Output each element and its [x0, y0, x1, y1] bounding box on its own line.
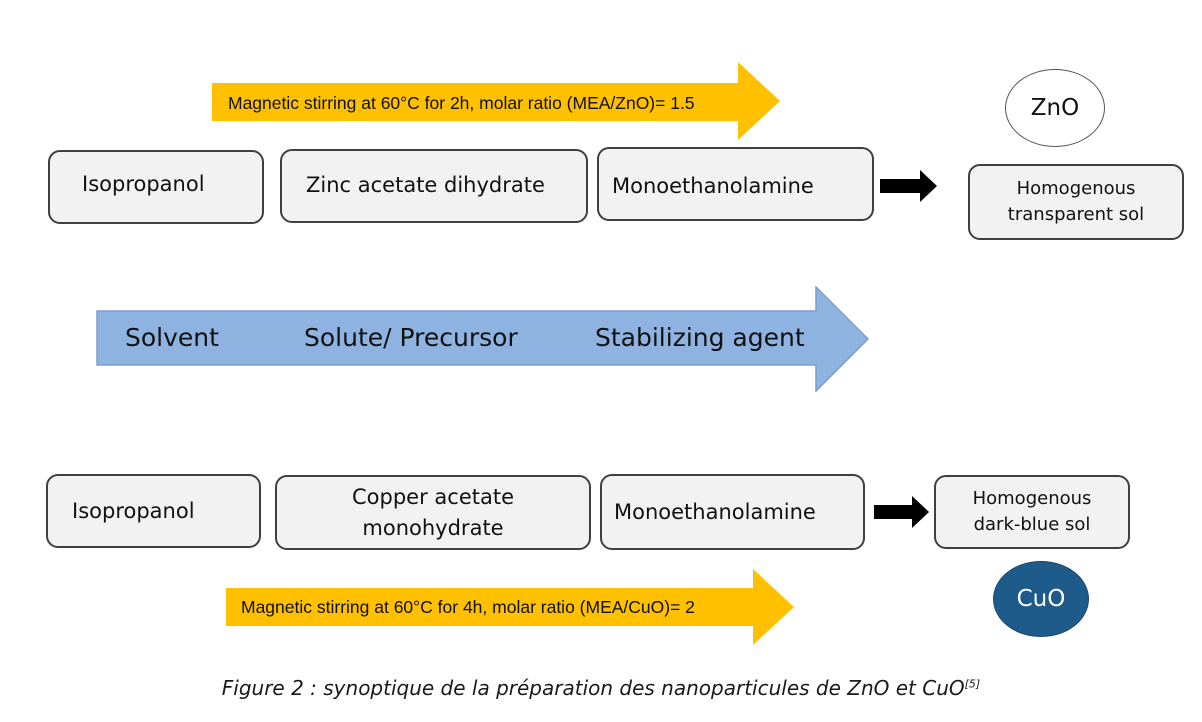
cuo-stirring-label: Magnetic stirring at 60°C for 4h, molar …: [241, 597, 695, 617]
cuo-stirring-arrow: [226, 569, 794, 645]
figure-caption-text: Figure 2 : synoptique de la préparation …: [221, 676, 965, 700]
cuo-result-box: Homogenous dark-blue sol: [934, 475, 1130, 549]
cuo-result-label: Homogenous dark-blue sol: [972, 487, 1092, 535]
zno-to-result-arrow: [880, 170, 937, 202]
stage-solvent-label: Solvent: [125, 323, 219, 352]
cuo-to-result-arrow: [874, 496, 929, 528]
figure-caption-ref: [5]: [964, 677, 981, 691]
cuo-solvent-label: Isopropanol: [72, 499, 195, 523]
zno-product-label: ZnO: [1030, 95, 1080, 121]
cuo-product-label: CuO: [1016, 586, 1066, 612]
zno-solute-box: Zinc acetate dihydrate: [280, 149, 588, 223]
cuo-solute-box: Copper acetate monohydrate: [275, 475, 591, 550]
zno-solvent-box: Isopropanol: [48, 150, 264, 224]
cuo-product-circle: CuO: [993, 561, 1089, 637]
cuo-solvent-box: Isopropanol: [46, 474, 261, 548]
zno-solute-label: Zinc acetate dihydrate: [306, 173, 545, 197]
figure-caption: Figure 2 : synoptique de la préparation …: [0, 676, 1202, 700]
zno-result-box: Homogenous transparent sol: [968, 164, 1184, 240]
zno-solvent-label: Isopropanol: [82, 172, 205, 196]
zno-stirring-label: Magnetic stirring at 60°C for 2h, molar …: [228, 93, 695, 113]
zno-product-circle: ZnO: [1005, 69, 1105, 147]
stage-stabilizer-label: Stabilizing agent: [595, 323, 805, 352]
zno-result-label: Homogenous transparent sol: [1007, 177, 1145, 225]
cuo-stabilizer-box: Monoethanolamine: [600, 474, 865, 550]
zno-stabilizer-box: Monoethanolamine: [597, 147, 874, 221]
cuo-solute-label: Copper acetate monohydrate: [352, 485, 514, 540]
zno-stabilizer-label: Monoethanolamine: [612, 174, 814, 198]
stage-arrow: [96, 286, 870, 392]
zno-stirring-arrow: [212, 62, 780, 140]
stage-solute-label: Solute/ Precursor: [304, 323, 518, 352]
cuo-stabilizer-label: Monoethanolamine: [614, 500, 816, 524]
